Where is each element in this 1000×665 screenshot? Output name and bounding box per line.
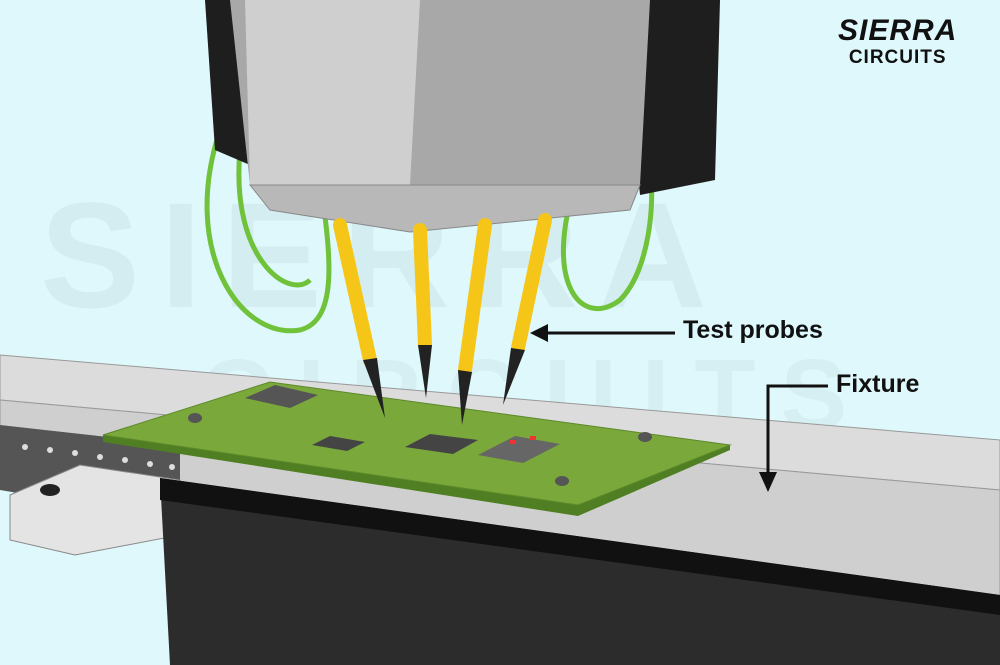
fixture-label: Fixture	[836, 370, 920, 398]
test-probes-arrow	[530, 324, 675, 342]
chip	[312, 436, 365, 451]
test-probes-label: Test probes	[683, 316, 823, 344]
logo-line2: CIRCUITS	[848, 47, 947, 68]
probe-head-bottom	[248, 184, 641, 233]
standoffs	[188, 413, 652, 486]
fixture-arrow	[759, 384, 828, 492]
chip	[245, 385, 318, 408]
sierra-circuits-logo: SIERRA CIRCUITS	[838, 14, 958, 68]
probe-wires	[204, 129, 655, 334]
rail-holes	[22, 444, 175, 470]
chip	[405, 434, 478, 454]
clamp-knob	[40, 484, 60, 496]
test-probes	[333, 213, 552, 425]
logo-line1: SIERRA	[838, 14, 958, 47]
fixture-base-top	[160, 478, 1000, 615]
probe-head-front	[245, 0, 420, 185]
chip	[478, 436, 560, 463]
